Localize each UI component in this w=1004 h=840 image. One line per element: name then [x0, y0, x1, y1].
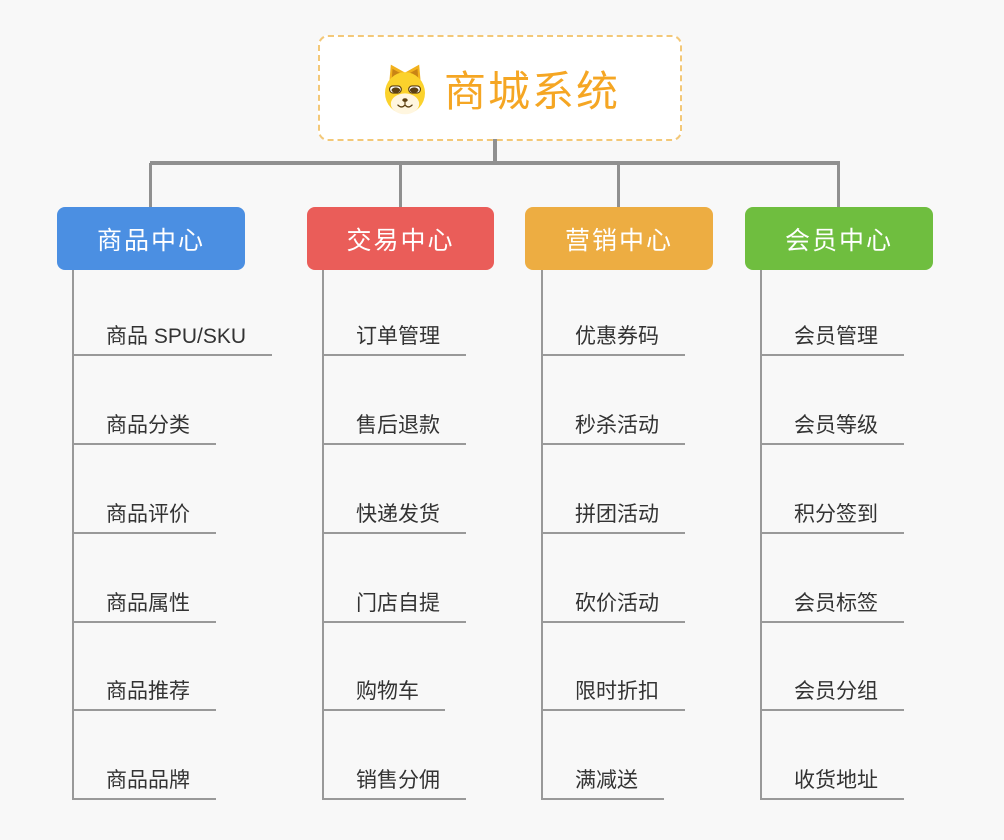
leaf-item[interactable]: 商品评价 — [72, 500, 216, 534]
connector-branch-spine — [760, 270, 762, 800]
leaf-item[interactable]: 会员管理 — [760, 322, 904, 356]
root-title: 商城系统 — [443, 67, 620, 115]
leaf-item[interactable]: 销售分佣 — [322, 766, 466, 800]
leaf-item[interactable]: 拼团活动 — [541, 500, 685, 534]
root-node-mall-system[interactable]: 商城系统 — [318, 35, 682, 141]
connector-branch-spine — [72, 270, 74, 800]
connector-horizontal-bus — [150, 161, 840, 165]
leaf-item[interactable]: 商品 SPU/SKU — [72, 322, 273, 356]
leaf-item[interactable]: 优惠券码 — [541, 322, 685, 356]
leaf-item[interactable]: 满减送 — [541, 766, 664, 800]
leaf-item[interactable]: 秒杀活动 — [541, 411, 685, 445]
leaf-item[interactable]: 会员等级 — [760, 411, 904, 445]
branch-node-marketing-center[interactable]: 营销中心 — [525, 207, 713, 270]
leaf-item[interactable]: 商品推荐 — [72, 677, 216, 711]
dog-face-icon — [384, 64, 425, 115]
connector-drop — [399, 163, 402, 208]
leaf-item[interactable]: 商品品牌 — [72, 766, 216, 800]
leaf-item[interactable]: 会员标签 — [760, 589, 904, 623]
branch-node-trade-center[interactable]: 交易中心 — [307, 207, 494, 270]
branch-node-member-center[interactable]: 会员中心 — [745, 207, 933, 270]
leaf-item[interactable]: 收货地址 — [760, 766, 904, 800]
leaf-item[interactable]: 砍价活动 — [541, 589, 685, 623]
leaf-item[interactable]: 售后退款 — [322, 411, 466, 445]
connector-branch-spine — [322, 270, 324, 800]
leaf-item[interactable]: 积分签到 — [760, 500, 904, 534]
branch-node-product-center[interactable]: 商品中心 — [57, 207, 245, 270]
connector-drop — [149, 163, 152, 208]
connector-root-vertical — [493, 139, 497, 163]
leaf-item[interactable]: 商品分类 — [72, 411, 216, 445]
leaf-item[interactable]: 快递发货 — [322, 500, 466, 534]
leaf-item[interactable]: 门店自提 — [322, 589, 466, 623]
leaf-item[interactable]: 购物车 — [322, 677, 445, 711]
connector-drop — [617, 163, 620, 208]
connector-drop — [837, 163, 840, 208]
leaf-item[interactable]: 会员分组 — [760, 677, 904, 711]
leaf-item[interactable]: 限时折扣 — [541, 677, 685, 711]
leaf-item[interactable]: 订单管理 — [322, 322, 466, 356]
leaf-item[interactable]: 商品属性 — [72, 589, 216, 623]
connector-branch-spine — [541, 270, 543, 800]
